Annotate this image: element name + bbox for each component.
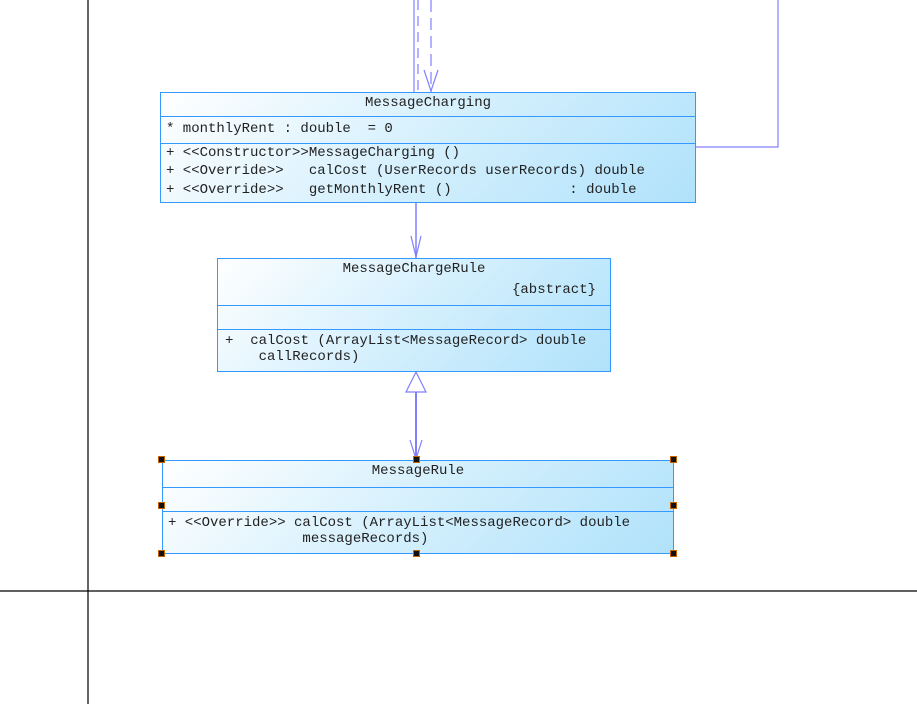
operation-continued: callRecords) [225, 349, 360, 365]
class-name: MessageCharging [364, 95, 492, 111]
resize-handle[interactable] [670, 550, 677, 557]
operation: + <<Override>> calCost (ArrayList<Messag… [168, 515, 631, 531]
attributes-section [218, 305, 610, 329]
class-message-charging[interactable]: MessageCharging * monthlyRent : double =… [160, 92, 696, 203]
resize-handle[interactable] [670, 456, 677, 463]
operation: + <<Override>> getMonthlyRent () : doubl… [166, 182, 637, 198]
resize-handle[interactable] [670, 502, 677, 509]
operation: + <<Override>> calCost (UserRecords user… [166, 163, 645, 179]
resize-handle[interactable] [158, 550, 165, 557]
class-message-rule[interactable]: MessageRule + <<Override>> calCost (Arra… [162, 460, 674, 554]
generalization-triangle-icon [405, 370, 427, 393]
resize-handle[interactable] [158, 502, 165, 509]
class-name: MessageChargeRule [342, 261, 486, 277]
resize-handle[interactable] [413, 550, 420, 557]
operation-continued: messageRecords) [168, 531, 429, 547]
right-connector-line[interactable] [695, 0, 779, 148]
class-name: MessageRule [371, 463, 465, 479]
attribute: * monthlyRent : double = 0 [166, 121, 393, 137]
operation: + <<Constructor>>MessageCharging () [166, 145, 461, 161]
class-message-charge-rule[interactable]: MessageChargeRule {abstract} + calCost (… [217, 258, 611, 372]
resize-handle[interactable] [158, 456, 165, 463]
abstract-stereotype: {abstract} [511, 282, 596, 298]
attributes-section [163, 487, 673, 511]
arrow-head-icon [410, 235, 422, 258]
operation: + calCost (ArrayList<MessageRecord> doub… [225, 333, 587, 349]
arrow-head-icon [423, 69, 439, 93]
resize-handle[interactable] [413, 456, 420, 463]
